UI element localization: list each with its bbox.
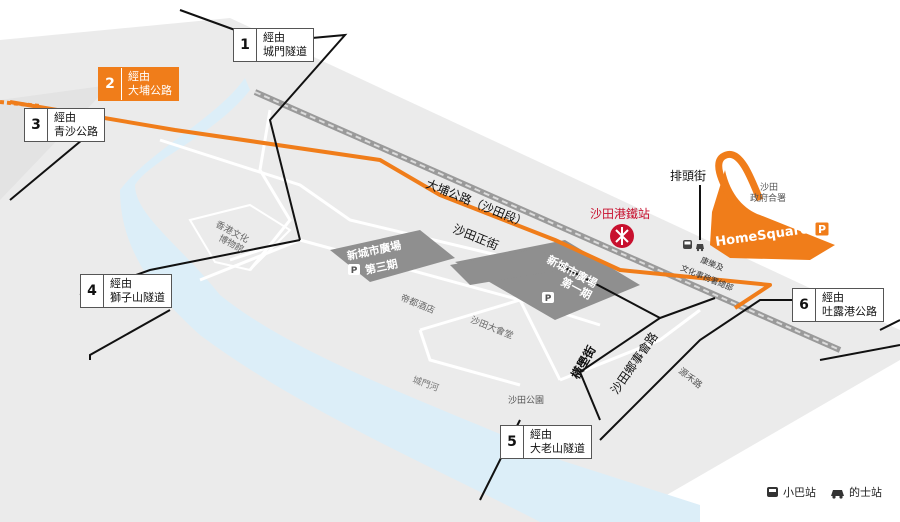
svg-text:P: P <box>818 223 826 236</box>
ncp3-building <box>330 230 455 282</box>
parking-icon-ncp1: P <box>542 292 554 304</box>
route-number: 5 <box>501 426 524 458</box>
minibus-icon-stop <box>683 240 692 249</box>
route-box-3: 3 經由青沙公路 <box>24 108 105 142</box>
homesquare-arc <box>715 150 764 207</box>
railway-dash <box>254 91 841 351</box>
route-via: 經由 <box>54 111 76 124</box>
route-number: 4 <box>81 275 104 307</box>
route-name: 大埔公路 <box>128 84 172 97</box>
legend-minibus-label: 小巴站 <box>783 486 816 499</box>
minibus-icon <box>767 486 778 497</box>
route-via: 經由 <box>263 31 285 44</box>
route-box-4: 4 經由獅子山隧道 <box>80 274 172 308</box>
label-gov-offices-2: 政府合署 <box>750 192 786 204</box>
route-2-line <box>9 100 772 310</box>
legend-taxi: 的士站 <box>830 484 882 500</box>
legend-minibus: 小巴站 <box>766 484 816 500</box>
heritage-museum-outline <box>188 203 292 272</box>
parking-icon-ncp3: P <box>348 264 360 276</box>
route-box-1: 1 經由城門隧道 <box>233 28 314 62</box>
homesquare-building <box>710 170 835 260</box>
route-box-6: 6 經由吐露港公路 <box>792 288 884 322</box>
route-name: 青沙公路 <box>54 125 98 138</box>
route-via: 經由 <box>110 277 132 290</box>
svg-text:P: P <box>545 294 552 304</box>
route-name: 城門隧道 <box>263 45 307 58</box>
route-box-5: 5 經由大老山隧道 <box>500 425 592 459</box>
label-pai-tau-street: 排頭街 <box>670 169 706 183</box>
label-gov-offices-1: 沙田 <box>760 182 778 193</box>
svg-text:P: P <box>351 266 358 276</box>
route-name: 獅子山隧道 <box>110 291 165 304</box>
route-via: 經由 <box>530 428 552 441</box>
map-legend: 小巴站 的士站 <box>766 484 882 500</box>
route-number: 6 <box>793 289 816 321</box>
label-ncp3-2: 第三期 <box>364 256 399 277</box>
route-via: 經由 <box>128 70 150 83</box>
route-via: 經由 <box>822 291 844 304</box>
label-mtr-station: 沙田港鐵站 <box>590 206 650 221</box>
route-number: 3 <box>25 109 48 141</box>
legend-taxi-label: 的士站 <box>849 486 882 499</box>
route-box-2: 2 經由大埔公路 <box>98 67 179 101</box>
taxi-icon <box>831 489 844 499</box>
route-number: 2 <box>99 68 122 100</box>
ncp1-tail <box>450 248 560 285</box>
route-name: 大老山隧道 <box>530 442 585 455</box>
parking-icon-homesquare: P <box>814 221 830 237</box>
route-name: 吐露港公路 <box>822 305 877 318</box>
taxi-icon-stop <box>696 244 704 252</box>
ground-area <box>0 18 900 522</box>
mtr-station-icon <box>610 224 634 248</box>
route-number: 1 <box>234 29 257 61</box>
label-sha-tin-park: 沙田公園 <box>508 395 544 406</box>
river-shing-mun <box>120 78 700 522</box>
